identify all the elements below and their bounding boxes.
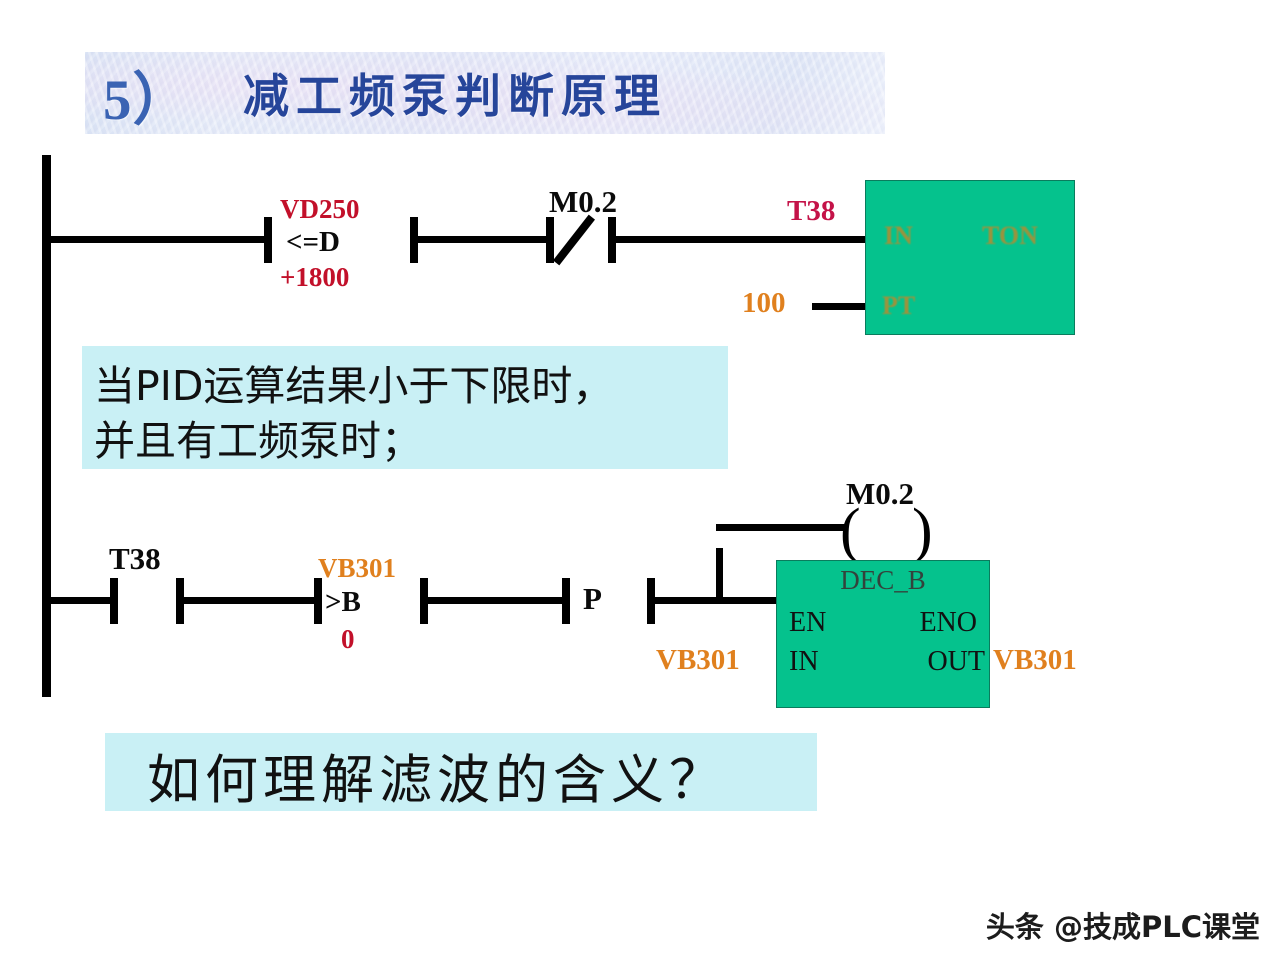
rung2-wire-branch-to-coil <box>716 524 848 531</box>
p-contact-label: P <box>583 581 602 616</box>
left-power-rail <box>42 155 51 697</box>
coil-right-paren-icon: ) <box>912 497 933 565</box>
rung2-wire-compare-to-p <box>426 597 566 604</box>
callout-condition: 当PID运算结果小于下限时， 并且有工频泵时； <box>82 346 728 469</box>
timer-name-label: T38 <box>787 195 836 227</box>
t38-contact-left-bar <box>110 578 118 624</box>
dec-b-out-operand-label: VB301 <box>993 644 1077 676</box>
callout-condition-line-1: 当PID运算结果小于下限时， <box>94 362 614 410</box>
nc-contact-left-bar <box>546 217 554 263</box>
t38-contact-right-bar <box>176 578 184 624</box>
compare-operand-label: VD250 <box>280 194 360 224</box>
p-contact-left-bar <box>562 578 570 624</box>
vb301-compare-left-bar <box>314 578 322 624</box>
nc-contact-label: M0.2 <box>549 184 618 219</box>
rung1-wire-compare-to-nc <box>416 236 548 243</box>
timer-pin-ton-label: TON <box>982 221 1038 250</box>
compare-contact-right-bar <box>410 217 418 263</box>
dec-b-pin-en: EN <box>789 607 827 638</box>
dec-b-block[interactable]: DEC_B EN ENO IN OUT <box>776 560 990 708</box>
coil-left-paren-icon: ( <box>840 497 861 565</box>
vb301-compare-value-label: 0 <box>341 624 355 654</box>
dec-b-title: DEC_B <box>840 565 926 595</box>
dec-b-pin-eno: ENO <box>919 607 977 638</box>
vb301-compare-operator-label: >B <box>325 586 361 618</box>
nc-contact-right-bar <box>608 217 616 263</box>
compare-contact-left-bar <box>264 217 272 263</box>
dec-b-pin-in: IN <box>789 646 819 677</box>
compare-value-label: +1800 <box>280 262 350 292</box>
callout-question-line-1: 如何理解滤波的含义？ <box>147 750 727 811</box>
t38-contact-label: T38 <box>109 541 161 576</box>
coil-label: M0.2 <box>846 476 915 511</box>
rung2-wire-p-to-decb <box>653 597 777 604</box>
vb301-compare-operand-label: VB301 <box>318 553 397 583</box>
dec-b-pin-out: OUT <box>927 646 985 677</box>
callout-condition-line-2: 并且有工频泵时； <box>94 417 422 465</box>
timer-preset-label: 100 <box>742 287 786 319</box>
rung2-wire-t38-to-compare <box>182 597 318 604</box>
rung1-wire-nc-to-timer <box>614 236 867 243</box>
rung1-wire-preset-to-pt <box>812 303 867 310</box>
dec-b-in-operand-label: VB301 <box>656 644 740 676</box>
timer-block-ton[interactable]: IN TON PT <box>865 180 1075 335</box>
timer-pin-in-label: IN <box>884 221 913 250</box>
title-number: 5） <box>103 69 191 132</box>
rung2-wire-rail-to-t38 <box>46 597 112 604</box>
timer-pin-pt-label: PT <box>882 291 916 320</box>
title-banner: 5） 减工频泵判断原理 <box>85 52 885 134</box>
p-contact-right-bar <box>647 578 655 624</box>
rung1-wire-rail-to-compare <box>46 236 266 243</box>
page-title: 减工频泵判断原理 <box>243 69 667 123</box>
rung2-branch-riser <box>716 548 723 600</box>
nc-contact-slash-icon <box>552 214 596 266</box>
compare-operator-label: <=D <box>286 226 340 258</box>
vb301-compare-right-bar <box>420 578 428 624</box>
watermark: 头条 @技成PLC课堂 <box>985 910 1260 944</box>
callout-question: 如何理解滤波的含义？ <box>105 733 817 811</box>
